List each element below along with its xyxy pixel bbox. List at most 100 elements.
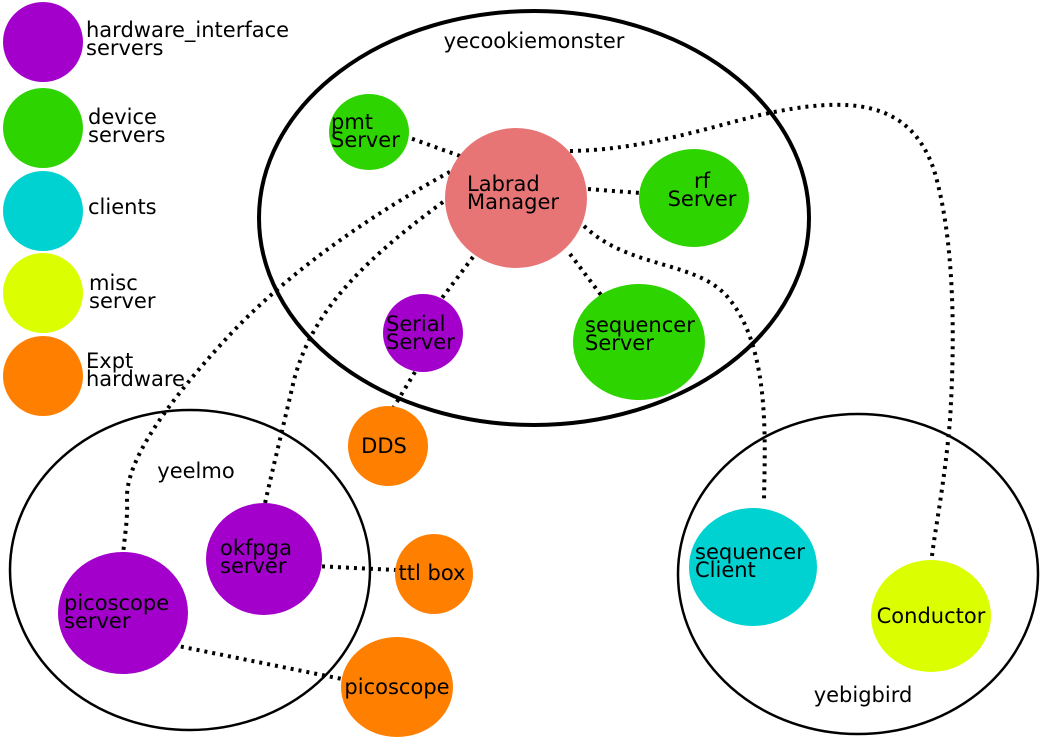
- label-line: Server: [668, 187, 737, 211]
- label-line: servers: [86, 36, 163, 60]
- label-line: clients: [88, 195, 157, 219]
- dds-label: DDS: [361, 434, 407, 458]
- dds-node[interactable]: DDS: [348, 406, 428, 486]
- link-labrad-manager-to-picoscope-server: [121, 166, 458, 557]
- label-line: sequencer: [585, 313, 695, 337]
- label-line: hardware: [86, 367, 185, 391]
- legend-hardware-interface-swatch: [3, 2, 83, 82]
- rf-server-circle[interactable]: [639, 149, 749, 247]
- label-line: Server: [386, 330, 455, 354]
- pmt-server-circle[interactable]: [329, 94, 409, 170]
- link-labrad-manager-to-sequencer-server: [568, 252, 603, 297]
- label-line: Manager: [467, 190, 559, 214]
- host-yebigbird: yebigbird: [676, 412, 1040, 736]
- link-labrad-manager-to-rf-server: [587, 187, 641, 195]
- label-line: pmt: [331, 110, 373, 134]
- dds-circle[interactable]: [348, 406, 428, 486]
- okfpga-server-circle[interactable]: [206, 503, 322, 615]
- host-yecookiemonster-boundary: [257, 9, 811, 427]
- ttl-box-circle[interactable]: [395, 534, 473, 614]
- label-line: Conductor: [877, 604, 986, 628]
- conductor-circle[interactable]: [871, 560, 991, 672]
- host-yebigbird-boundary: [676, 412, 1040, 736]
- link-labrad-manager-to-serial-server: [440, 255, 475, 300]
- host-yeelmo-label: yeelmo: [157, 459, 234, 483]
- label-line: Expt: [86, 349, 133, 373]
- label-line: Client: [695, 558, 756, 582]
- link-okfpga-server-to-ttl-box: [313, 564, 397, 572]
- host-machines: yecookiemonster yeelmo yebigbird: [8, 9, 1040, 736]
- legend-clients-label: clients: [88, 195, 157, 219]
- host-yebigbird-label: yebigbird: [814, 683, 913, 707]
- legend-clients-swatch: [3, 171, 83, 251]
- label-line: Server: [331, 128, 400, 152]
- host-yeelmo: yeelmo: [8, 408, 372, 732]
- label-line: ttl box: [399, 561, 466, 585]
- label-line: server: [64, 609, 131, 633]
- legend-clients: clients: [3, 171, 157, 251]
- sequencer-client-circle[interactable]: [689, 508, 817, 626]
- ttl-box-node[interactable]: ttl box: [395, 534, 473, 614]
- sequencer-server-circle[interactable]: [573, 284, 705, 400]
- legend-expt-hardware-swatch: [3, 336, 83, 416]
- label-line: Labrad: [467, 172, 540, 196]
- legend-misc-server-swatch: [3, 253, 83, 333]
- label-line: server: [220, 554, 287, 578]
- label-line: misc: [89, 271, 138, 295]
- label-line: device: [88, 105, 157, 129]
- label-line: Serial: [386, 312, 445, 336]
- host-yeelmo-boundary: [8, 408, 372, 732]
- label-line: hardware_interface: [86, 18, 289, 43]
- label-line: Server: [585, 331, 654, 355]
- host-yecookiemonster-label: yecookiemonster: [444, 29, 625, 53]
- legend-device-servers-swatch: [3, 88, 83, 168]
- ttl-box-label: ttl box: [399, 561, 466, 585]
- label-line: picoscope: [64, 591, 169, 615]
- picoscope-server-circle[interactable]: [58, 552, 188, 674]
- picoscope-node[interactable]: picoscope: [341, 637, 453, 737]
- link-labrad-manager-to-okfpga-server: [262, 200, 445, 509]
- label-line: okfpga: [220, 536, 292, 560]
- picoscope-circle[interactable]: [341, 637, 453, 737]
- conductor-node[interactable]: Conductor: [871, 560, 991, 672]
- label-line: rf: [694, 169, 711, 193]
- connection-links: [121, 102, 955, 681]
- label-line: picoscope: [344, 675, 449, 699]
- labrad-manager-circle[interactable]: [445, 128, 587, 268]
- link-labrad-manager-to-sequencer-client: [582, 224, 767, 501]
- label-line: server: [89, 289, 156, 313]
- host-yecookiemonster: yecookiemonster: [257, 9, 811, 427]
- label-line: DDS: [361, 434, 407, 458]
- picoscope-label: picoscope: [344, 675, 449, 699]
- label-line: servers: [88, 123, 165, 147]
- conductor-label: Conductor: [877, 604, 986, 628]
- link-labrad-manager-to-pmt-server: [409, 136, 461, 158]
- serial-server-circle[interactable]: [383, 294, 463, 372]
